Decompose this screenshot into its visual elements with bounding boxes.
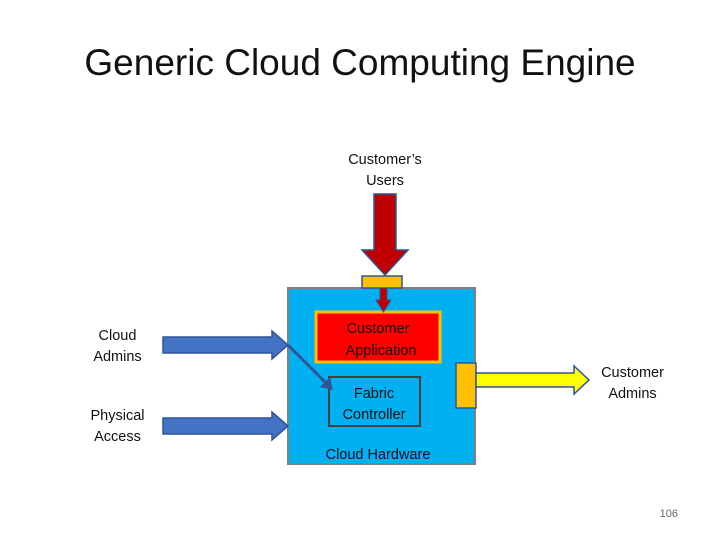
physical-access-label-line1: Physical [90, 408, 145, 424]
customer-admin-port [455, 362, 477, 409]
admins-to-fabric-arrowhead [320, 377, 333, 390]
customer-application-label-line2: Application [346, 343, 417, 359]
customer-application-box [314, 310, 442, 364]
customers-users-label-line2: Users [366, 173, 404, 189]
customer-admins-label-line1: Customer [601, 365, 664, 381]
cloud-admins-label: Cloud Admins [70, 326, 165, 368]
fabric-controller-box [328, 376, 421, 427]
customer-users-port [361, 275, 403, 289]
physical-access-label-line2: Access [94, 429, 141, 445]
customer-application-label-line1: Customer [347, 321, 410, 337]
customers-users-arrow [360, 193, 410, 277]
customer-admins-arrow [475, 364, 591, 396]
slide-title: Generic Cloud Computing Engine [84, 42, 636, 83]
physical-access-arrow [162, 410, 290, 442]
users-to-application-arrow [375, 287, 392, 313]
fabric-controller-label-line1: Fabric [354, 386, 394, 402]
cloud-admins-arrow [162, 329, 290, 361]
customer-admins-label-line2: Admins [608, 386, 657, 402]
admins-to-fabric-line [286, 343, 329, 386]
physical-access-label: Physical Access [70, 406, 165, 448]
cloud-admins-label-line2: Admins [93, 349, 142, 365]
cloud-admins-label-line1: Cloud [98, 328, 137, 344]
page-number: 106 [659, 508, 678, 520]
customers-users-label: Customer’s Users [325, 150, 445, 192]
customer-admins-label: Customer Admins [585, 363, 680, 405]
fabric-controller-label-line2: Controller [343, 407, 406, 423]
cloud-hardware-label: Cloud Hardware [326, 447, 431, 463]
customers-users-label-line1: Customer’s [348, 152, 422, 168]
